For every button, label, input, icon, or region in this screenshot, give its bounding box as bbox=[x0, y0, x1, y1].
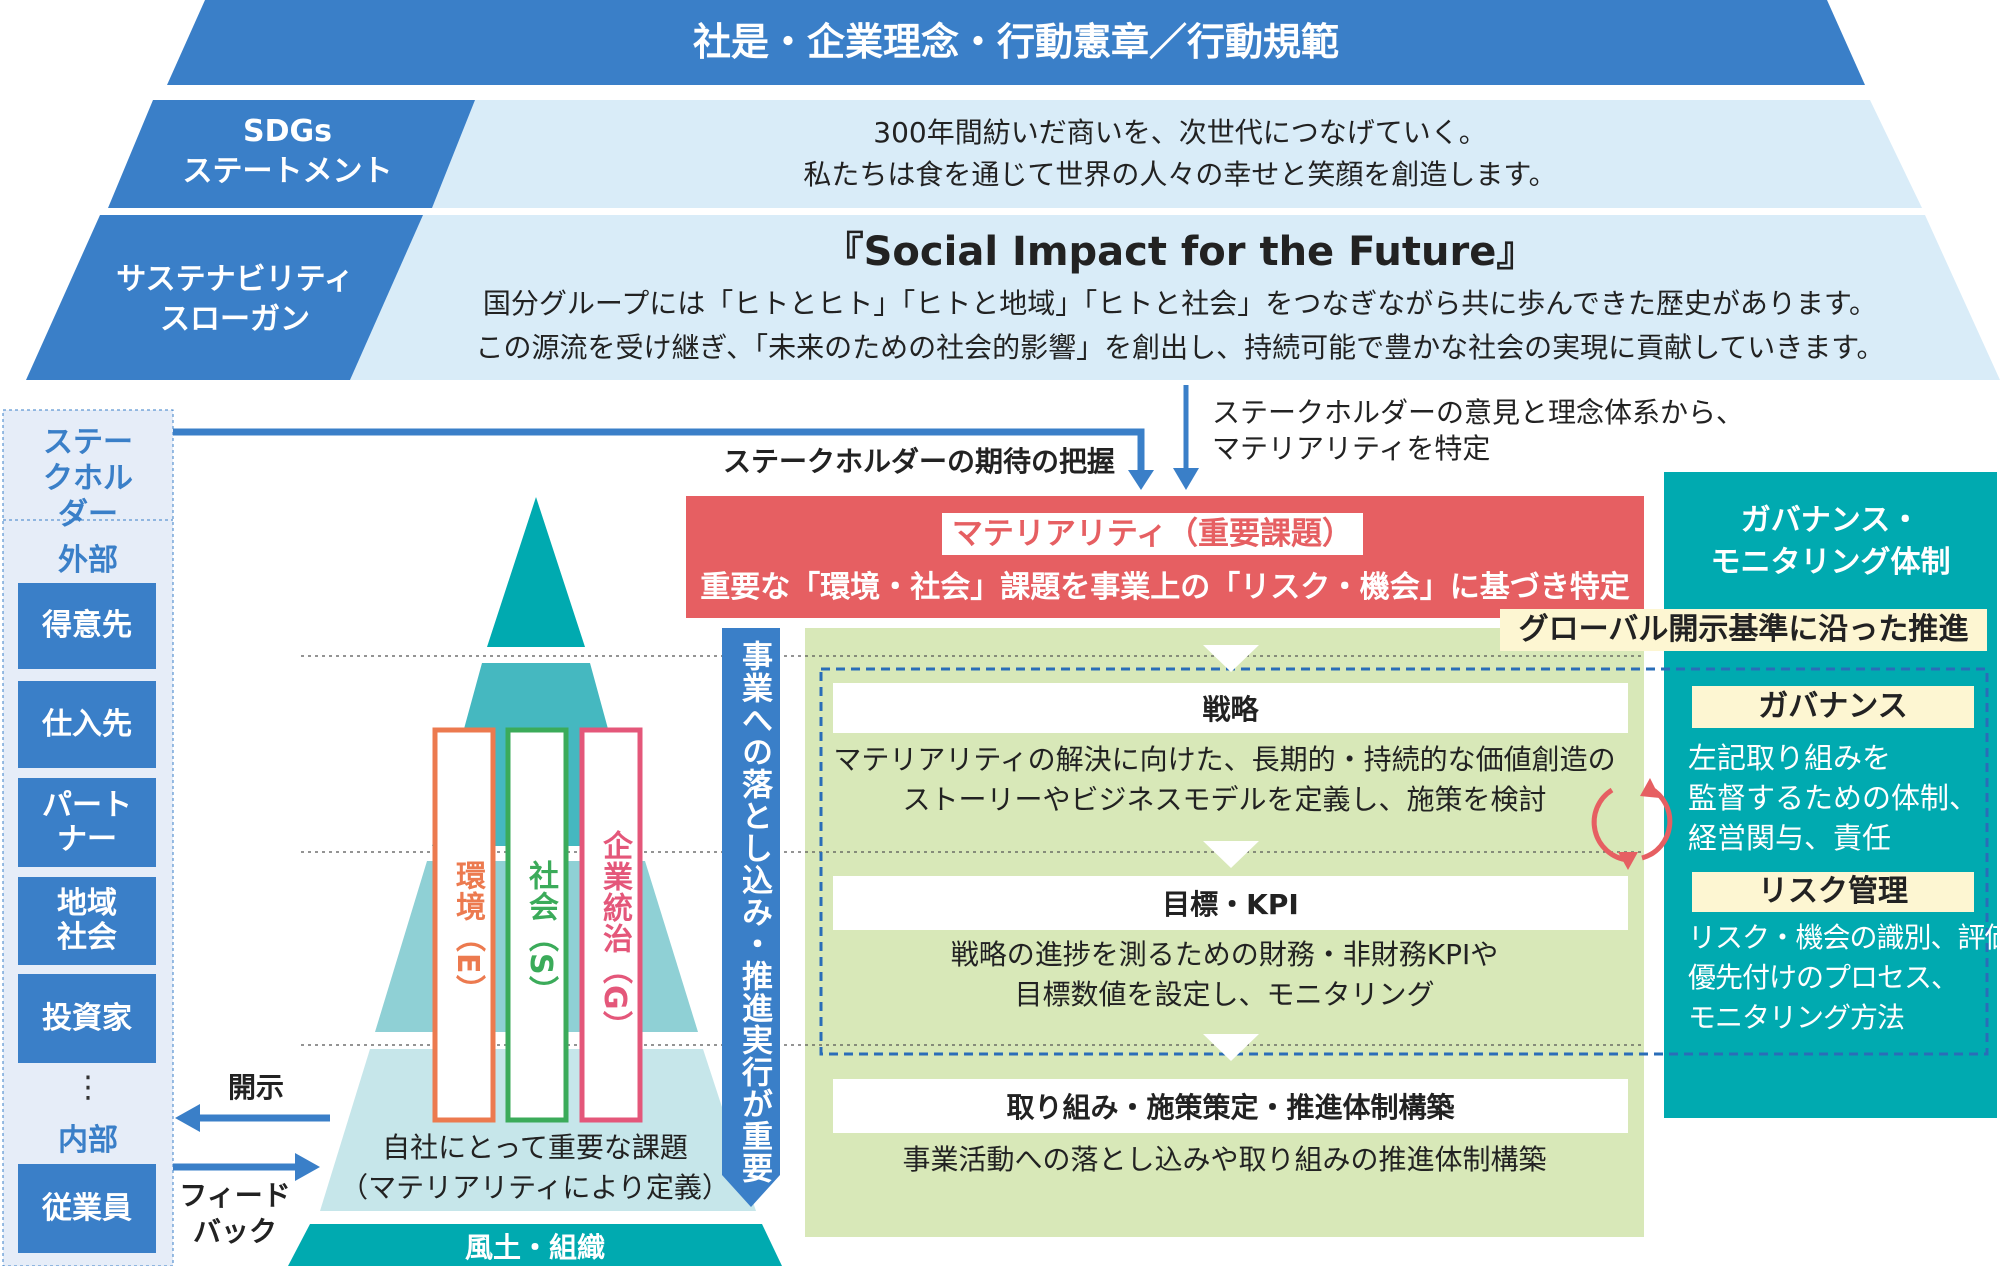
stakeholder-community: 地域社会 bbox=[18, 877, 156, 965]
feedback-label: フィードバック bbox=[170, 1178, 300, 1250]
stakeholder-customer: 得意先 bbox=[18, 583, 156, 669]
disclosure-label: 開示 bbox=[228, 1071, 285, 1104]
sdgs-line: 私たちは食を通じて世界の人々の幸せと笑顔を創造します。 bbox=[803, 158, 1557, 191]
identify-line: マテリアリティを特定 bbox=[1212, 432, 1491, 465]
pillar-social bbox=[505, 727, 569, 1123]
identify-label: ステークホルダーの意見と理念体系から、マテリアリティを特定 bbox=[1212, 395, 1744, 467]
down-triangles bbox=[1203, 645, 1259, 1061]
caption-line: 自社にとって重要な課題 bbox=[382, 1131, 688, 1164]
risk-line: 優先付けのプロセス、 bbox=[1688, 961, 1959, 994]
gov-line: 経営関与、責任 bbox=[1688, 821, 1892, 855]
pyramid-base bbox=[288, 1224, 782, 1266]
step-line: ストーリーやビジネスモデルを定義し、施策を検討 bbox=[902, 783, 1547, 816]
pillar-governance bbox=[579, 727, 643, 1123]
pyramid-caption: 自社にとって重要な課題 （マテリアリティにより定義） bbox=[320, 1128, 750, 1208]
slogan-line: この源流を受け継ぎ、「未来のための社会的影響」を創出し、持続可能で豊かな社会の実… bbox=[475, 331, 1885, 364]
external-label: 外部 bbox=[58, 543, 118, 578]
cycle-arrows-icon bbox=[1591, 785, 1673, 863]
risk-line: モニタリング方法 bbox=[1688, 1001, 1905, 1034]
risk-management-text: リスク・機会の識別、評価、優先付けのプロセス、モニタリング方法 bbox=[1688, 918, 2000, 1038]
pyramid-tier-4 bbox=[320, 1049, 756, 1211]
materiality-label: マテリアリティ（重要課題） bbox=[942, 513, 1363, 555]
slogan-label-line: スローガン bbox=[160, 302, 310, 337]
step-strategy-title: 戦略 bbox=[833, 683, 1628, 733]
feedback-line: バック bbox=[192, 1215, 277, 1248]
pyramid-base-label: 風土・組織 bbox=[464, 1231, 605, 1264]
top-banner-shape bbox=[167, 0, 1865, 85]
step-kpi-text: 戦略の進捗を測るための財務・非財務KPIや目標数値を設定し、モニタリング bbox=[805, 935, 1644, 1015]
sdgs-label-shape bbox=[108, 100, 475, 208]
pillar-social-label: 社会（S） bbox=[523, 860, 558, 1007]
governance-label: ガバナンス bbox=[1692, 686, 1974, 728]
sdgs-row-bg bbox=[430, 100, 1922, 208]
slogan-row-bg bbox=[350, 215, 2000, 380]
global-standard-dashed-frame bbox=[819, 667, 1989, 1056]
pillar-environment-label: 環境（E） bbox=[450, 860, 485, 1006]
vertical-arrow-shape bbox=[722, 628, 780, 1207]
slogan-label-line: サステナビリティ bbox=[116, 262, 354, 297]
gov-title-line: ガバナンス・ bbox=[1740, 503, 1921, 538]
sdgs-line: 300年間紡いだ商いを、次世代につなげていく。 bbox=[873, 116, 1487, 149]
step-line: マテリアリティの解決に向けた、長期的・持続的な価値創造の bbox=[833, 743, 1616, 776]
feedback-line: フィード bbox=[179, 1179, 291, 1212]
risk-management-label: リスク管理 bbox=[1692, 872, 1974, 912]
governance-box bbox=[1664, 472, 1997, 1118]
governance-text: 左記取り組みを監督するための体制、経営関与、責任 bbox=[1688, 738, 1978, 858]
sdgs-label-line: SDGs bbox=[243, 114, 332, 149]
step-line: 目標数値を設定し、モニタリング bbox=[1014, 978, 1435, 1011]
stakeholder-partner: パートナー bbox=[18, 778, 156, 867]
expectation-label: ステークホルダーの期待の把握 bbox=[722, 445, 1115, 478]
pillar-environment bbox=[432, 727, 496, 1123]
caption-line: （マテリアリティにより定義） bbox=[340, 1171, 730, 1204]
stakeholder-investor: 投資家 bbox=[18, 974, 156, 1063]
step-action-text: 事業活動への落とし込みや取り組みの推進体制構築 bbox=[902, 1143, 1547, 1176]
internal-label: 内部 bbox=[58, 1123, 118, 1158]
stakeholder-title: ステークホルダー bbox=[43, 425, 133, 532]
slogan-title: 『Social Impact for the Future』 bbox=[823, 229, 1537, 275]
pillar-governance-label: 企業統治（G） bbox=[597, 830, 632, 1042]
sdgs-statement: 300年間紡いだ商いを、次世代につなげていく。私たちは食を通じて世界の人々の幸せ… bbox=[440, 112, 1920, 196]
identify-line: ステークホルダーの意見と理念体系から、 bbox=[1212, 396, 1745, 429]
gov-line: 監督するための体制、 bbox=[1688, 781, 1979, 815]
step-line: 戦略の進捗を測るための財務・非財務KPIや bbox=[950, 938, 1499, 971]
slogan-label: サステナビリティスローガン bbox=[85, 260, 385, 340]
risk-line: リスク・機会の識別、評価、 bbox=[1688, 921, 2000, 954]
slogan-line: 国分グループには「ヒトとヒト」「ヒトと地域」「ヒトと社会」をつなぎながら共に歩ん… bbox=[482, 287, 1878, 320]
ellipsis: ⋮ bbox=[73, 1070, 103, 1105]
stakeholder-employee: 従業員 bbox=[18, 1164, 156, 1253]
expectation-arrow bbox=[173, 428, 1145, 475]
step-kpi-title: 目標・KPI bbox=[833, 876, 1628, 930]
sdgs-label-line: ステートメント bbox=[182, 154, 393, 189]
step-strategy-text: マテリアリティの解決に向けた、長期的・持続的な価値創造のストーリーやビジネスモデ… bbox=[805, 740, 1644, 820]
pyramid-tier-1 bbox=[487, 497, 585, 647]
step-action-title: 取り組み・施策策定・推進体制構築 bbox=[833, 1079, 1628, 1133]
slogan-label-shape bbox=[26, 215, 423, 380]
vertical-arrow-label: 事業への落とし込み・推進実行が重要 bbox=[736, 640, 772, 1184]
gov-line: 左記取り組みを bbox=[1688, 741, 1892, 775]
top-banner: 社是・企業理念・行動憲章／行動規範 bbox=[692, 20, 1339, 64]
gov-title-line: モニタリング体制 bbox=[1710, 545, 1951, 580]
governance-title: ガバナンス・モニタリング体制 bbox=[1664, 500, 1997, 584]
materiality-text: 重要な「環境・社会」課題を事業上の「リスク・機会」に基づき特定 bbox=[700, 570, 1630, 605]
stakeholder-supplier: 仕入先 bbox=[18, 681, 156, 768]
slogan-text: 国分グループには「ヒトとヒト」「ヒトと地域」「ヒトと社会」をつなぎながら共に歩ん… bbox=[370, 282, 1990, 370]
sdgs-label: SDGs ステートメント bbox=[150, 112, 425, 192]
global-standard-label: グローバル開示基準に沿った推進 bbox=[1500, 609, 1987, 651]
